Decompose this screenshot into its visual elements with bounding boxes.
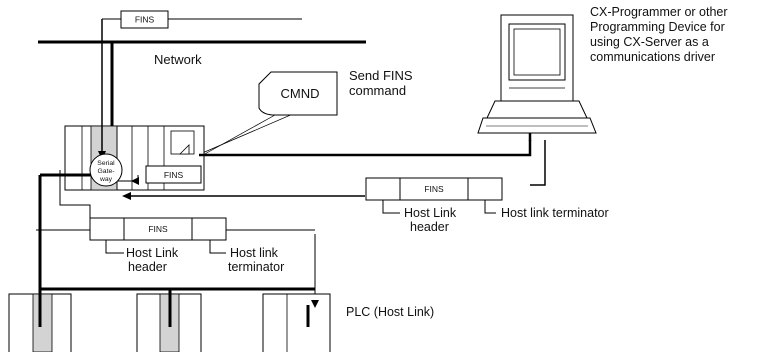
callout-line: [193, 114, 276, 161]
fins-block-label: FINS: [424, 184, 444, 194]
network-label: Network: [154, 52, 202, 67]
send-fins-text: Send FINS: [349, 68, 413, 83]
serial-gateway-label: Serial: [97, 160, 115, 167]
serial-gateway-label: way: [99, 176, 113, 183]
plc-host-link-label: PLC (Host Link): [346, 305, 434, 319]
network-fins-frame: [120, 10, 169, 29]
host-link-header-text: header: [128, 260, 167, 274]
plc-1-unit: [32, 293, 53, 352]
plc-3: [262, 293, 331, 352]
rack-fins-frame: [145, 165, 202, 184]
host-link-terminator-block: [191, 217, 227, 241]
computer-base: [486, 100, 588, 119]
serial-gateway: Serial Gate- way: [89, 153, 123, 187]
plc-host-link-frame: FINS Host Link header Host link terminat…: [89, 217, 315, 274]
rack-to-frame-line: [59, 170, 91, 220]
cmnd-command: CMND Send FINS command: [193, 68, 413, 161]
pc-caption: CX-Programmer or other: [590, 5, 728, 19]
cpu-port-notch: [179, 144, 190, 155]
pc-caption: using CX-Server as a: [590, 35, 709, 49]
pc-caption: Programming Device for: [590, 20, 725, 34]
host-link-terminator-text: Host link: [230, 246, 279, 260]
rack-fins-label: FINS: [164, 170, 184, 180]
fins-inner-arrow: [131, 177, 139, 185]
network: FINS Network: [38, 10, 366, 67]
fins-block-label: FINS: [148, 224, 168, 234]
serial-gateway-label: Gate-: [98, 168, 115, 175]
host-link-plcs: PLC (Host Link): [8, 289, 434, 352]
pc-host-link-frame: FINS Host Link header Host link terminat…: [365, 177, 609, 234]
terminator-bracket: [484, 200, 496, 214]
cpu-port-box: [170, 130, 195, 155]
serial-gateway-circle: [89, 153, 123, 187]
host-link-header-block: [89, 217, 125, 241]
host-link-terminator-text: terminator: [228, 260, 284, 274]
host-link-return-arrow: [122, 192, 131, 200]
pc-caption: communications driver: [590, 50, 715, 64]
send-fins-text: command: [349, 83, 406, 98]
programming-pc: CX-Programmer or other Programming Devic…: [477, 5, 728, 141]
terminator-bracket: [209, 240, 226, 254]
header-bracket: [105, 240, 124, 254]
host-link-header-text: Host Link: [126, 246, 179, 260]
pc-return-line: [530, 140, 546, 186]
host-link-header-text: Host Link: [404, 206, 457, 220]
header-bracket: [382, 200, 400, 214]
monitor-screen-inner: [513, 28, 561, 76]
host-link-header-text: header: [410, 220, 449, 234]
cmnd-label: CMND: [281, 86, 320, 101]
keyboard: [477, 117, 597, 134]
plc-3-arrow-fg: [311, 300, 319, 308]
cmnd-document: [258, 71, 338, 116]
network-fins-label: FINS: [135, 15, 155, 25]
host-link-terminator-text: Host link terminator: [501, 206, 609, 220]
host-link-header-block: [365, 177, 401, 201]
host-link-terminator-block: [467, 177, 503, 201]
pc-serial-cable: [199, 140, 532, 157]
